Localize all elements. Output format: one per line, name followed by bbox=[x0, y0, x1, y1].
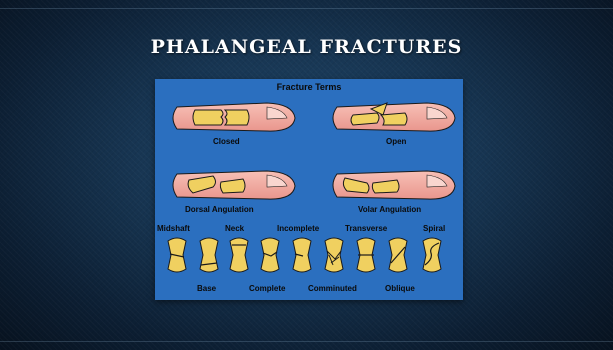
label-spiral: Spiral bbox=[423, 224, 445, 233]
label-base: Base bbox=[197, 284, 216, 293]
finger-volar-angulation-diagram bbox=[333, 171, 455, 199]
bone-transverse bbox=[357, 238, 375, 272]
label-neck: Neck bbox=[225, 224, 244, 233]
bone-complete bbox=[261, 238, 279, 272]
bone-neck bbox=[230, 238, 248, 272]
label-incomplete: Incomplete bbox=[277, 224, 319, 233]
label-open: Open bbox=[386, 137, 406, 146]
bone-spiral bbox=[423, 238, 441, 272]
label-oblique: Oblique bbox=[385, 284, 415, 293]
bone-midshaft bbox=[168, 238, 186, 272]
finger-dorsal-angulation-diagram bbox=[173, 171, 295, 199]
bone-oblique bbox=[389, 238, 407, 272]
label-volar-angulation: Volar Angulation bbox=[358, 205, 421, 214]
bone-comminuted bbox=[325, 238, 343, 272]
figure-heading: Fracture Terms bbox=[155, 82, 463, 92]
finger-open-diagram bbox=[333, 103, 455, 131]
label-midshaft: Midshaft bbox=[157, 224, 190, 233]
fracture-terms-figure: Fracture Terms Closed Open Dorsal Angula… bbox=[155, 79, 463, 300]
bone-base bbox=[200, 238, 218, 272]
label-dorsal-angulation: Dorsal Angulation bbox=[185, 205, 254, 214]
label-comminuted: Comminuted bbox=[308, 284, 357, 293]
label-transverse: Transverse bbox=[345, 224, 387, 233]
bottom-border-line bbox=[0, 341, 613, 342]
top-border-line bbox=[0, 8, 613, 9]
label-complete: Complete bbox=[249, 284, 285, 293]
bone-incomplete bbox=[293, 238, 311, 272]
fracture-illustration bbox=[155, 79, 463, 300]
finger-closed-diagram bbox=[173, 103, 295, 131]
label-closed: Closed bbox=[213, 137, 240, 146]
slide-title: PHALANGEAL FRACTURES bbox=[0, 36, 613, 58]
